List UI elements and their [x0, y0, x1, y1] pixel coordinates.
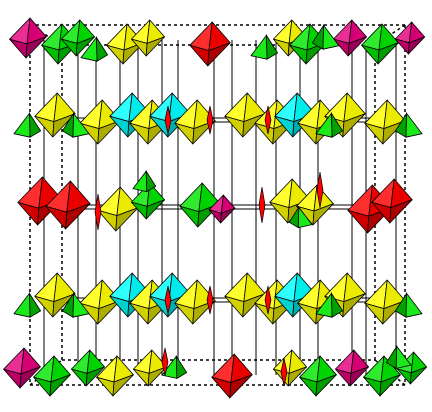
- polyhedra-layer: [3, 17, 428, 399]
- band-1-tetrahedron-0: [13, 291, 42, 318]
- bottom-octahedron-6: [272, 349, 308, 387]
- middle-blade-0: [94, 193, 102, 231]
- band-0-blade-2: [264, 105, 272, 135]
- band-0-octahedron-5: [174, 99, 216, 145]
- top-octahedron-8: [332, 19, 368, 57]
- band-1-octahedron-6: [224, 272, 266, 318]
- band-0-blade-1: [206, 105, 214, 135]
- bottom-tetrahedron-0: [161, 354, 188, 380]
- top-octahedron-2: [61, 19, 95, 57]
- band-1-octahedron-11: [364, 279, 406, 325]
- middle-blade-1: [258, 186, 266, 224]
- bottom-octahedron-4: [132, 349, 168, 387]
- band-1-tetrahedron-1: [61, 291, 90, 318]
- band-1-tetrahedron-3: [394, 291, 423, 318]
- middle-octahedron-2: [97, 186, 139, 232]
- band-1-octahedron-1: [79, 279, 121, 325]
- band-1-octahedron-5: [174, 279, 216, 325]
- top-octahedron-10: [394, 21, 426, 55]
- band-1-octahedron-0: [34, 272, 76, 318]
- band-0-tetrahedron-3: [394, 111, 423, 138]
- bottom-tetrahedron-1: [385, 344, 412, 370]
- bottom-octahedron-3: [96, 355, 134, 397]
- band-1-blade-1: [206, 285, 214, 315]
- middle-tetrahedron-0: [132, 169, 157, 193]
- band-0-tetrahedron-0: [13, 111, 42, 138]
- bottom-octahedron-5: [211, 353, 253, 399]
- bottom-octahedron-0: [3, 347, 41, 389]
- band-1-blade-0: [164, 285, 172, 315]
- band-0-tetrahedron-1: [61, 111, 90, 138]
- top-tetrahedron-1: [250, 33, 279, 60]
- bottom-octahedron-2: [71, 349, 105, 387]
- bottom-octahedron-9: [363, 355, 401, 397]
- middle-octahedron-5: [208, 194, 236, 224]
- bottom-octahedron-8: [334, 349, 370, 387]
- top-octahedron-9: [361, 23, 399, 65]
- bottom-blade-0: [161, 347, 169, 377]
- band-0-octahedron-6: [224, 92, 266, 138]
- bottom-octahedron-7: [299, 355, 337, 397]
- bottom-blade-1: [280, 357, 288, 387]
- top-tetrahedron-2: [311, 23, 340, 50]
- bottom-octahedron-1: [33, 355, 71, 397]
- band-0-octahedron-1: [79, 99, 121, 145]
- band-0-octahedron-11: [364, 99, 406, 145]
- band-0-blade-0: [164, 105, 172, 135]
- top-octahedron-0: [9, 17, 47, 59]
- middle-tetrahedron-1: [288, 205, 313, 229]
- top-octahedron-5: [189, 21, 231, 67]
- middle-blade-2: [316, 171, 324, 209]
- top-tetrahedron-0: [80, 35, 109, 62]
- middle-octahedron-1: [45, 180, 91, 230]
- band-1-tetrahedron-2: [315, 291, 344, 318]
- band-0-tetrahedron-2: [315, 111, 344, 138]
- top-octahedron-4: [130, 19, 166, 57]
- band-1-blade-2: [264, 285, 272, 315]
- middle-octahedron-7: [296, 184, 334, 226]
- middle-octahedron-4: [179, 182, 221, 228]
- middle-octahedron-9: [371, 178, 413, 224]
